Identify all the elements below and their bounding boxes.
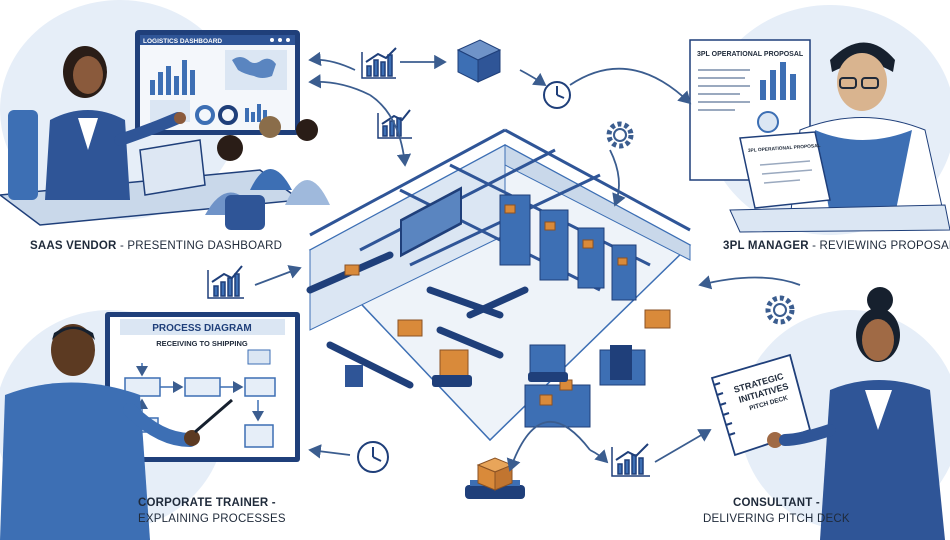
trainer-body [0, 382, 150, 540]
saas-vendor-scene: LOGISTICS DASHBOARD [0, 30, 330, 230]
audience-man-head [217, 135, 243, 161]
caption-consultant: CONSULTANT - [733, 497, 820, 509]
manager-vest [815, 130, 912, 215]
caption-saas: SAAS VENDOR - PRESENTING DASHBOARD [30, 240, 282, 252]
chair [8, 110, 38, 200]
agv-robot [432, 375, 472, 387]
proposal-title: 3PL OPERATIONAL PROPOSAL [697, 51, 804, 58]
dashboard-title: LOGISTICS DASHBOARD [143, 38, 222, 45]
held-proposal-title: 3PL OPERATIONAL PROPOSAL [748, 143, 821, 154]
caption-manager-role: 3PL MANAGER [723, 240, 809, 252]
clock-icon [543, 81, 571, 109]
caption-manager-action: - REVIEWING PROPOSAL [812, 240, 950, 252]
gear-icon [606, 121, 634, 149]
gear-icon [765, 295, 795, 325]
crates [344, 204, 671, 406]
warehouse-isometric [306, 128, 692, 442]
process-arrows [136, 363, 264, 422]
flow-arrows [254, 51, 801, 472]
caption-trainer-line2: EXPLAINING PROCESSES [138, 513, 286, 525]
caption-trainer-action: EXPLAINING PROCESSES [138, 513, 286, 525]
presenter-body [45, 110, 130, 200]
consultant-face [862, 319, 894, 361]
process-title: PROCESS DIAGRAM [152, 323, 251, 334]
pointer-stick [194, 398, 233, 434]
presenter-face [73, 56, 103, 94]
chart-icon [207, 265, 244, 299]
dashboard-bars [150, 60, 195, 95]
trainer-scene: PROCESS DIAGRAM RECEIVING TO SHIPPING [0, 312, 300, 540]
manager-scene: 3PL OPERATIONAL PROPOSAL 3PL OPERATIONAL… [689, 39, 950, 233]
held-proposal [739, 131, 831, 209]
laptop [139, 139, 206, 196]
caption-saas-role: SAAS VENDOR [30, 240, 117, 252]
consultant-body [820, 380, 945, 540]
caption-consultant-line2: DELIVERING PITCH DECK [703, 513, 850, 525]
caption-trainer-role: CORPORATE TRAINER - [138, 497, 276, 509]
caption-consultant-role: CONSULTANT - [733, 497, 820, 509]
caption-manager: 3PL MANAGER - REVIEWING PROPOSAL [723, 240, 950, 252]
caption-saas-action: - PRESENTING DASHBOARD [119, 240, 283, 252]
chart-icon [611, 443, 650, 477]
trainer-face [51, 324, 95, 376]
caption-trainer: CORPORATE TRAINER - [138, 497, 276, 509]
process-subtitle: RECEIVING TO SHIPPING [156, 339, 248, 348]
caption-consultant-action: DELIVERING PITCH DECK [703, 513, 850, 525]
chart-icon [361, 47, 397, 79]
consultant-scene: STRATEGIC INITIATIVES PITCH DECK [710, 287, 945, 540]
box-icon [456, 39, 502, 83]
forklift-icon [465, 457, 525, 499]
clock-icon [357, 441, 389, 473]
